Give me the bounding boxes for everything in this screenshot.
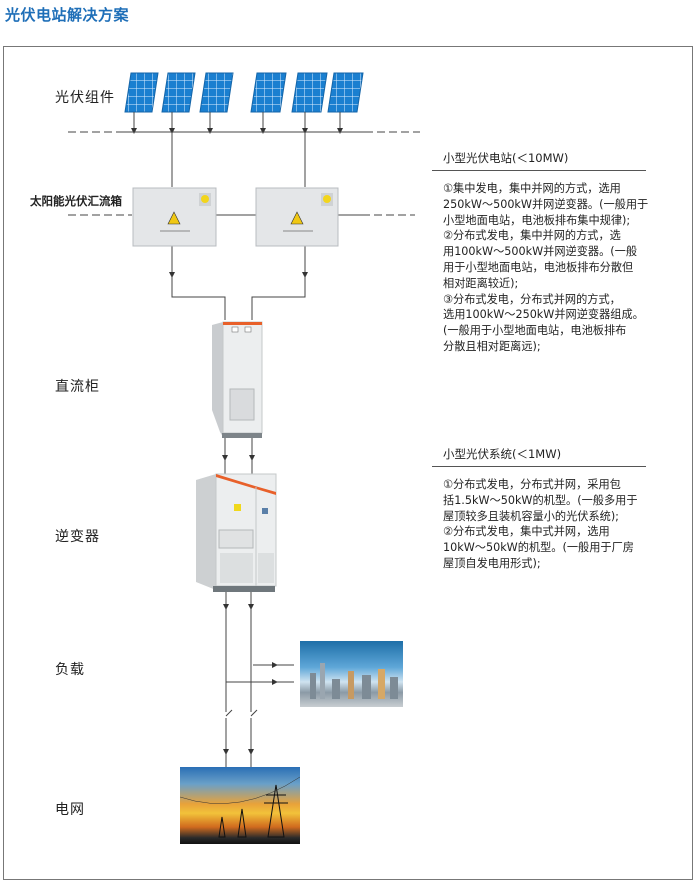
solar-panel-icon (250, 72, 287, 113)
text-line: 250kW～500kW并网逆变器。(一般用于 (443, 197, 649, 211)
text-line: 用于小型地面电站，电池板排布分散但 (443, 260, 634, 274)
dc-cabinet-icon (212, 321, 263, 438)
label-combiner-box: 太阳能光伏汇流箱 (30, 194, 122, 208)
label-dc-cabinet: 直流柜 (55, 379, 100, 395)
text-line: 10kW～50kW的机型。(一般用于厂房 (443, 541, 634, 555)
label-pv-modules: 光伏组件 (55, 90, 115, 106)
switch-icon (250, 709, 258, 717)
section-heading: 小型光伏电站(＜10MW) (443, 151, 569, 165)
text-line: 相对距离较近); (443, 276, 519, 290)
panel-connectors (68, 112, 420, 767)
combiner-box-icon (132, 187, 217, 247)
text-line: 小型地面电站，电池板排布集中规律); (443, 213, 631, 227)
text-line: ②分布式发电，集中式并网，选用 (443, 525, 610, 539)
solar-panel-icon (199, 72, 234, 113)
inverter-icon (196, 473, 277, 592)
label-inverter: 逆变器 (55, 529, 100, 545)
label-grid: 电网 (55, 802, 85, 818)
solar-panel-icon (161, 72, 196, 113)
solar-panel-array (124, 72, 364, 113)
text-line: 分散且相对距离远); (443, 339, 541, 353)
page-title: 光伏电站解决方案 (5, 6, 130, 24)
text-line: 屋顶较多且装机容量小的光伏系统); (443, 509, 619, 523)
load-city-image (300, 641, 403, 707)
switch-icon (225, 709, 233, 717)
text-line: ②分布式发电，集中并网的方式，选 (443, 229, 621, 243)
text-line: ①集中发电，集中并网的方式，选用 (443, 182, 621, 195)
text-line: 选用100kW～250kW并网逆变器组成。 (443, 308, 644, 322)
section-body: ①集中发电，集中并网的方式，选用 250kW～500kW并网逆变器。(一般用于 … (443, 181, 655, 355)
section-divider (432, 170, 646, 171)
solar-panel-icon (291, 72, 328, 113)
text-line: ③分布式发电，分布式并网的方式， (443, 292, 621, 306)
label-load: 负载 (55, 662, 85, 678)
combiner-box-icon (255, 187, 339, 247)
section-divider (432, 466, 646, 467)
text-line: 括1.5kW～50kW的机型。(一般多用于 (443, 493, 638, 507)
text-line: (一般用于小型地面电站，电池板排布 (443, 324, 627, 338)
text-line: ①分布式发电，分布式并网，采用包 (443, 478, 621, 491)
solar-panel-icon (124, 72, 159, 113)
text-line: 屋顶自发电用形式); (443, 556, 541, 570)
text-line: 用100kW～500kW并网逆变器。(一般 (443, 245, 638, 259)
section-heading: 小型光伏系统(＜1MW) (443, 447, 562, 461)
grid-pylon-image (180, 767, 300, 844)
section-body: ①分布式发电，分布式并网，采用包 括1.5kW～50kW的机型。(一般多用于 屋… (443, 477, 655, 572)
solar-panel-icon (327, 72, 364, 113)
diagram-frame (3, 46, 693, 880)
